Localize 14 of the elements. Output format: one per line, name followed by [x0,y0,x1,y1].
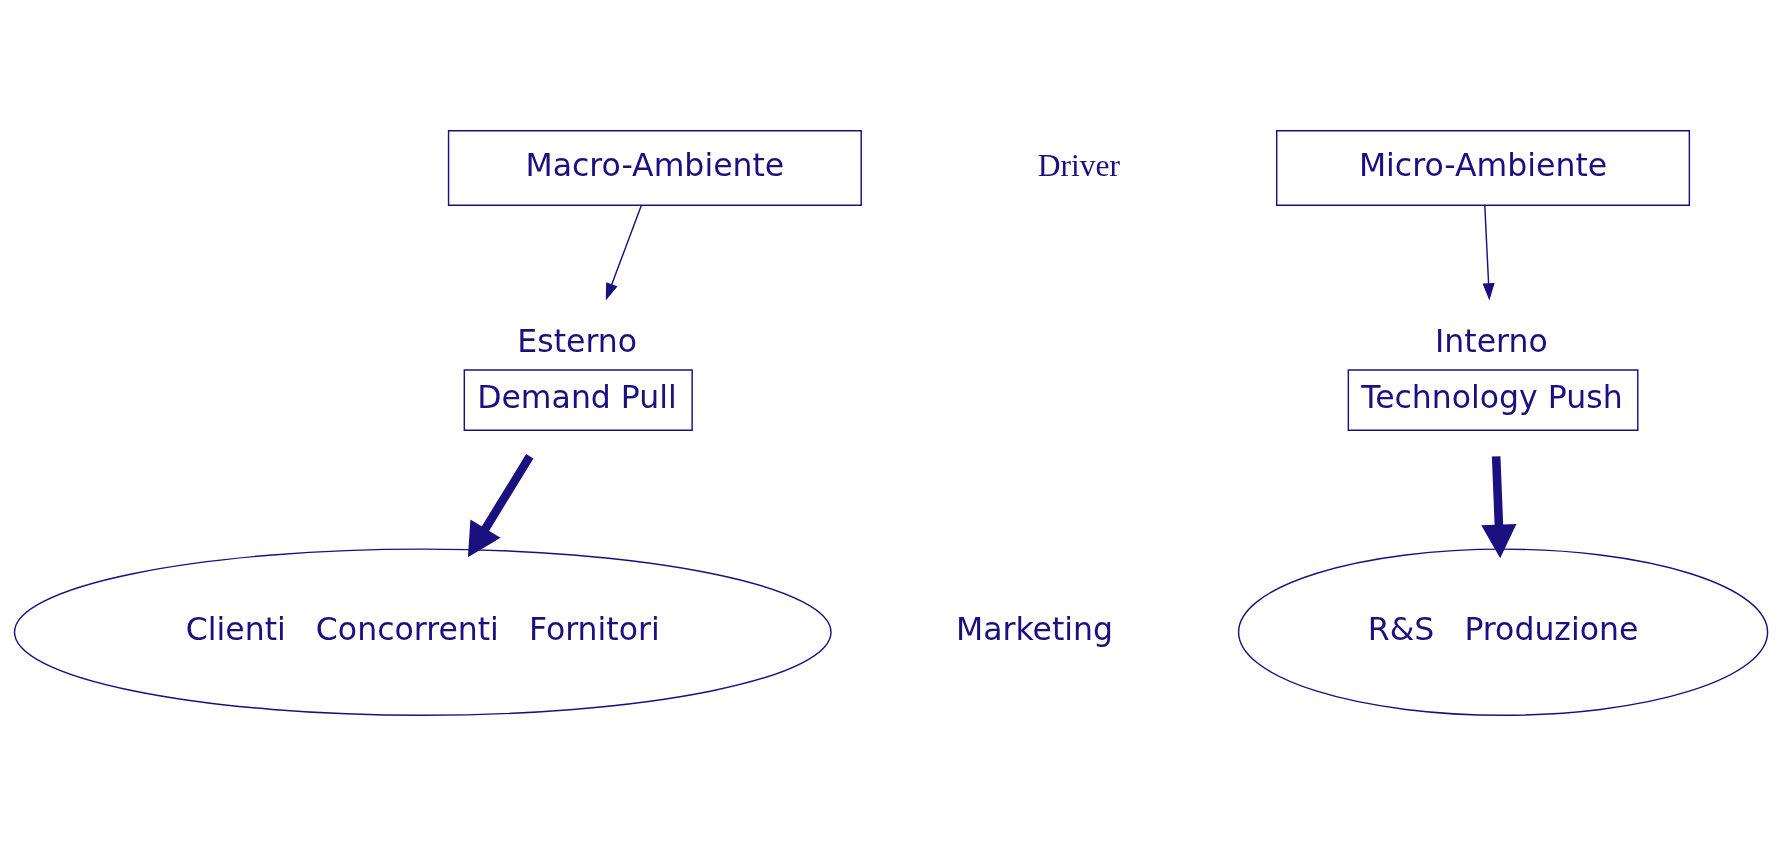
node-label: Esterno [517,323,638,360]
node-label: Interno [1435,323,1548,360]
node-ellipse: Clienti Concorrenti Fornitori [13,548,832,716]
node-box: Technology Push [1347,369,1639,431]
label: Marketing [956,611,1114,648]
node-ellipse: R&S Produzione [1237,548,1769,716]
arrow [605,204,643,301]
label: Driver [1037,148,1121,184]
node-box: Micro-Ambiente [1276,130,1691,206]
node-box: Macro-Ambiente [447,130,862,206]
arrow [1482,204,1495,301]
node-box: Demand Pull [463,369,693,431]
arrow [1481,456,1517,559]
arrow [467,454,534,558]
